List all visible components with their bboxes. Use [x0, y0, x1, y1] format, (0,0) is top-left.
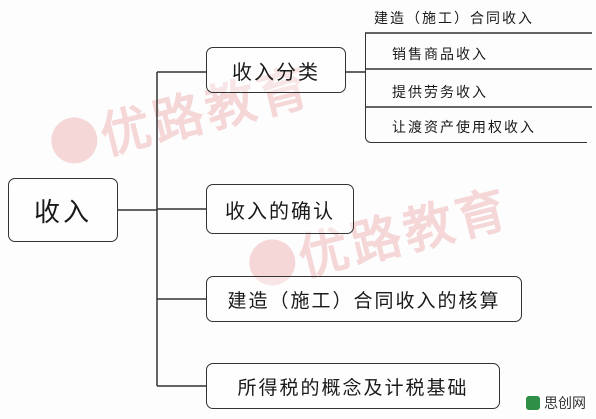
- branch-node-contract-accounting: 建造（施工）合同收入的核算: [206, 276, 522, 322]
- corner-watermark-text: 思创网: [544, 396, 586, 412]
- sub-item-asset-use-rights: 让渡资产使用权收入: [392, 120, 536, 136]
- sub-item-goods-sales: 销售商品收入: [392, 47, 488, 63]
- sub-bracket: [365, 33, 587, 143]
- root-node: 收入: [8, 178, 118, 242]
- corner-watermark: 思创网: [522, 391, 590, 415]
- sub-item-construction-contract: 建造（施工）合同收入: [374, 11, 534, 27]
- branch-node-recognition: 收入的确认: [206, 184, 354, 234]
- branch-node-classification: 收入分类: [206, 47, 346, 93]
- sub-item-services: 提供劳务收入: [392, 85, 488, 101]
- brand-logo-icon: [526, 396, 540, 410]
- branch-node-income-tax: 所得税的概念及计税基础: [206, 363, 500, 409]
